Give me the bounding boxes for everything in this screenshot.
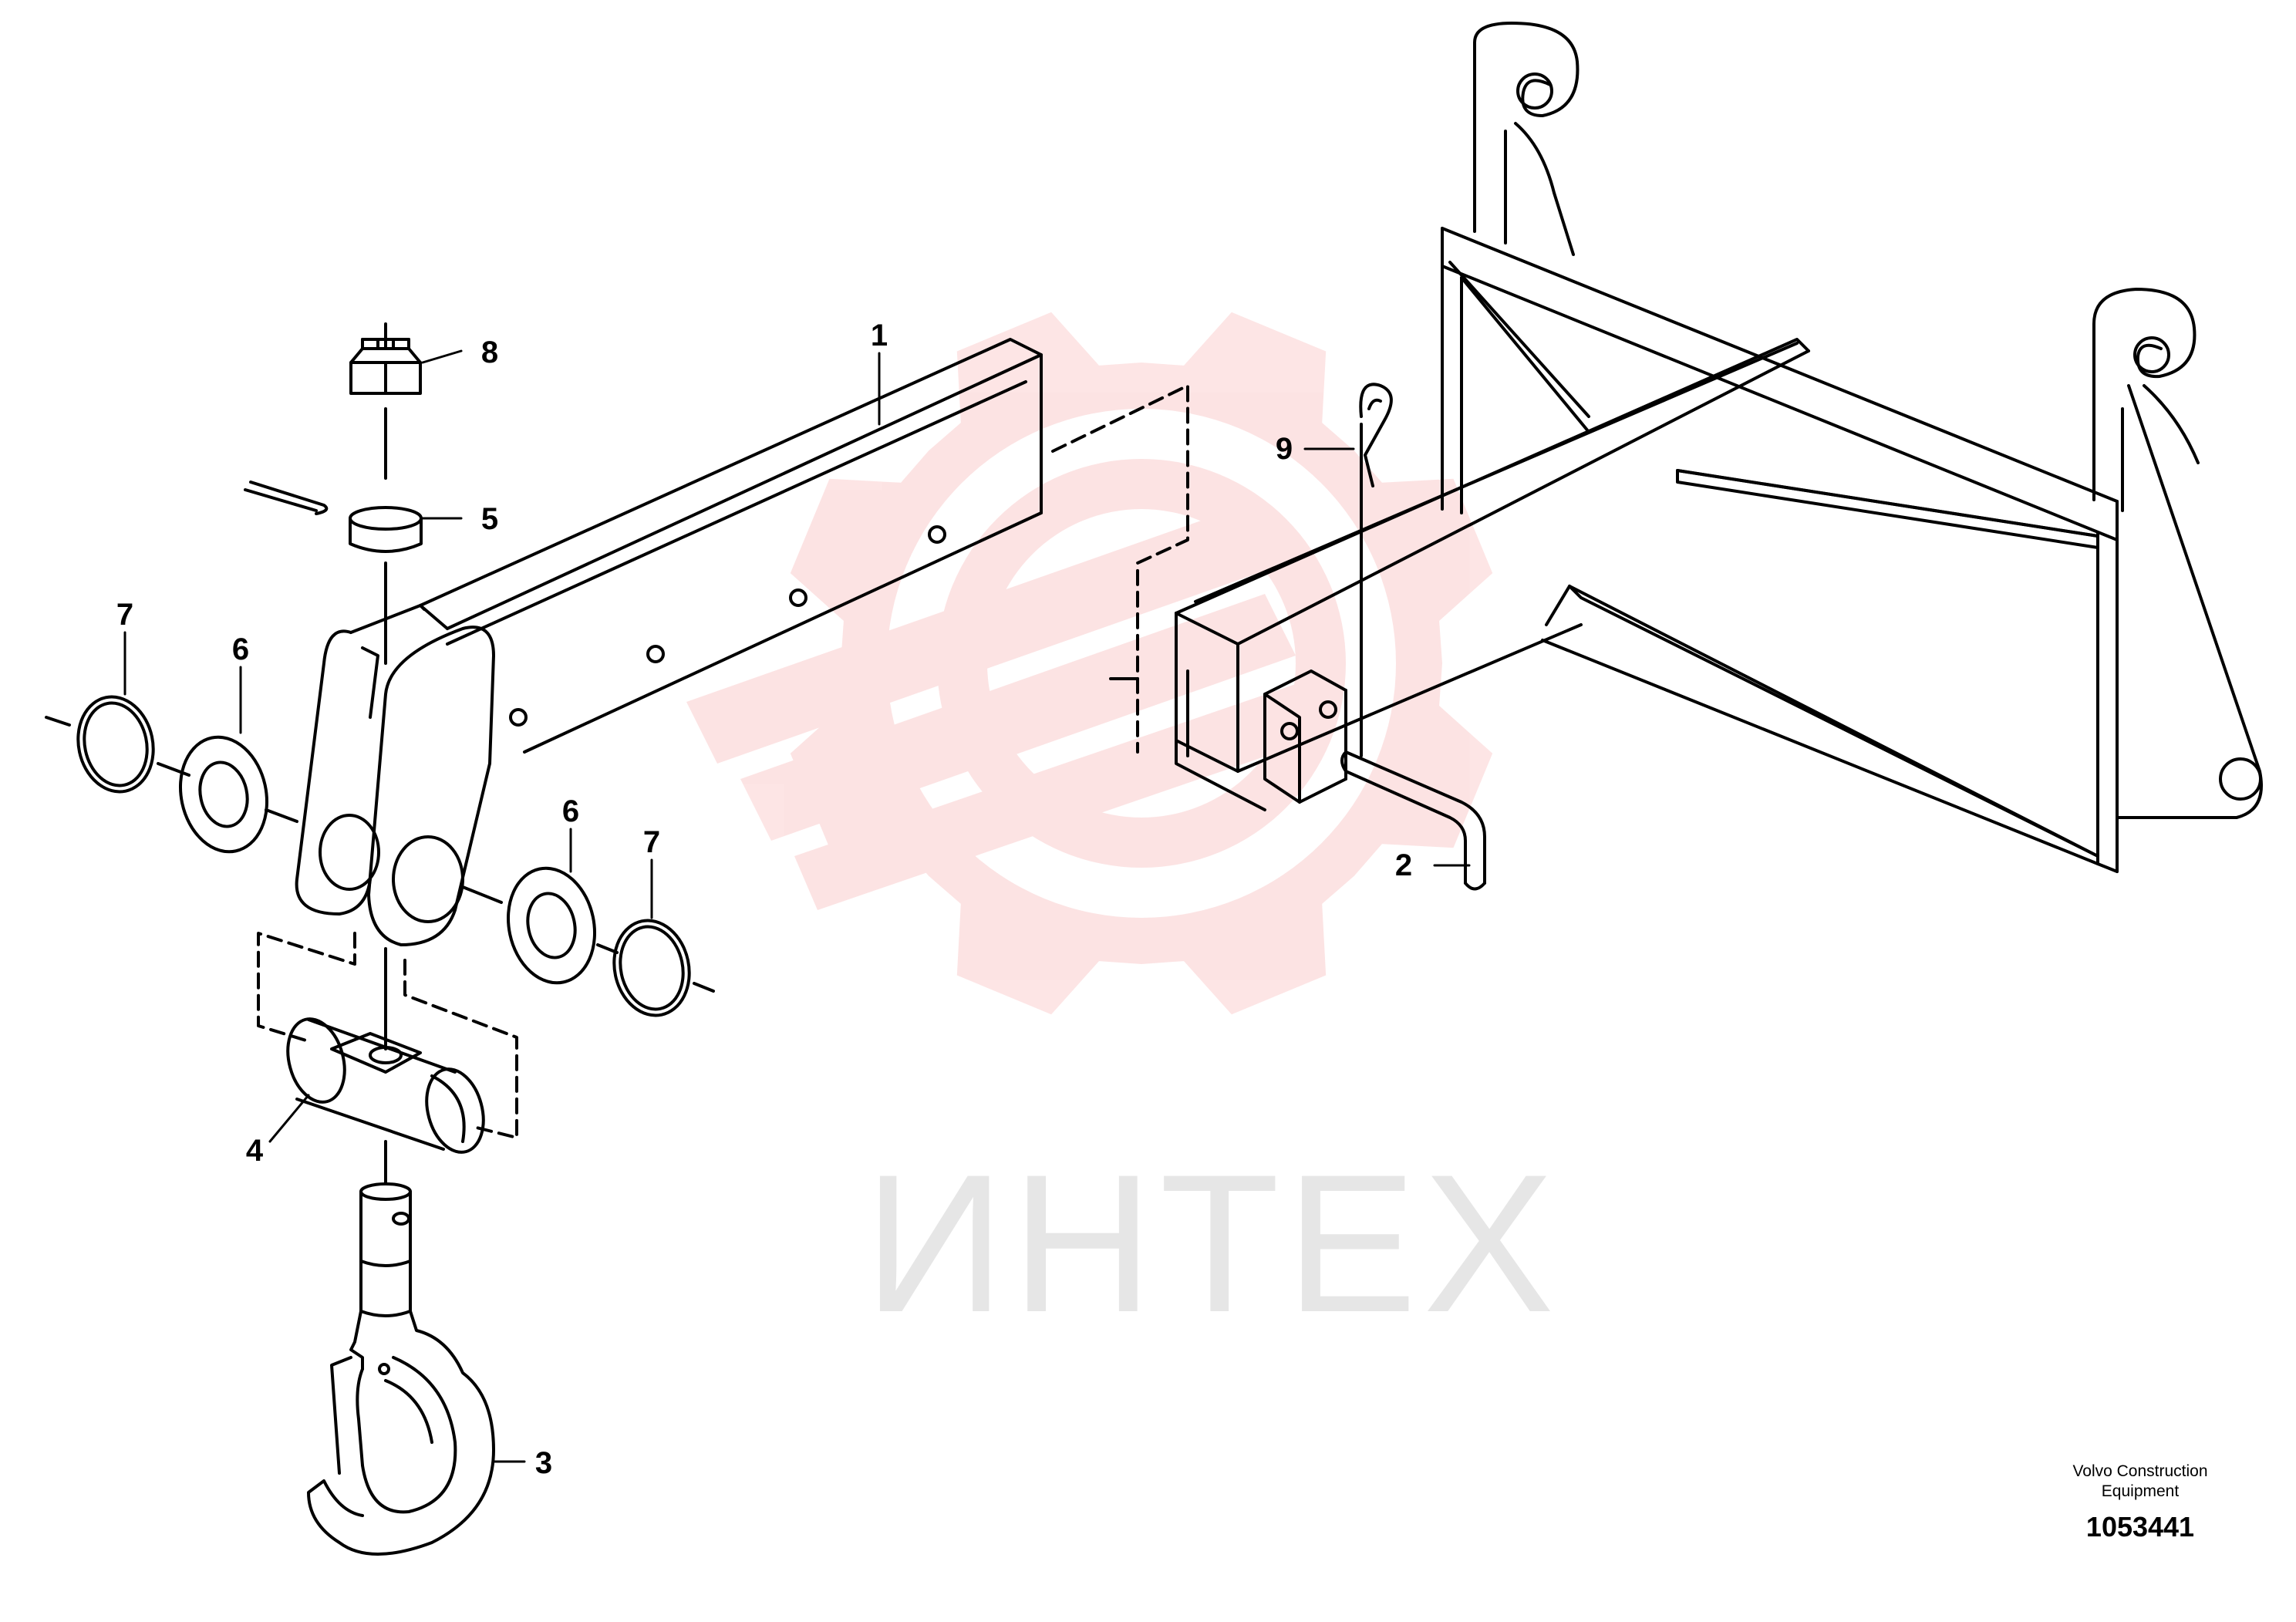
callout-labels: 1 2 3 4 5 6 6 7 7 8 9 [116,319,1412,1480]
pin-part-2 [1340,750,1486,891]
callout-9: 9 [1276,432,1293,466]
snap-ring-washer-right [461,866,715,1017]
callout-6-right: 6 [562,794,579,828]
drawing-number: 1053441 [2085,1511,2195,1543]
callout-7-right: 7 [643,825,660,859]
boom-arm-part-1 [295,338,1189,946]
callout-7-left: 7 [116,598,133,632]
callout-3: 3 [535,1446,552,1480]
callout-1: 1 [871,319,888,352]
r-clip-part-9 [1359,383,1393,757]
coupler-frame [1175,22,2263,873]
gear-watermark [686,312,1493,1015]
watermark-text: ИНТЕХ [864,1134,1560,1354]
credit-company: Volvo Construction Equipment [2072,1462,2208,1500]
callout-8: 8 [481,336,498,369]
hook-part-3 [307,1140,495,1556]
bushing-part-5 [244,407,423,665]
watermark-logo: ИНТЕХ [686,312,1560,1354]
callout-5: 5 [481,502,498,536]
drawing-credit: Volvo Construction Equipment 1053441 [2032,1462,2248,1545]
cross-pin-part-4 [257,932,518,1154]
leader-lines [123,349,1471,1463]
callout-4: 4 [246,1134,264,1168]
callout-6-left: 6 [232,632,249,666]
callout-2: 2 [1395,848,1412,882]
castle-nut-part-8 [349,322,422,395]
snap-ring-washer-left [45,695,298,854]
